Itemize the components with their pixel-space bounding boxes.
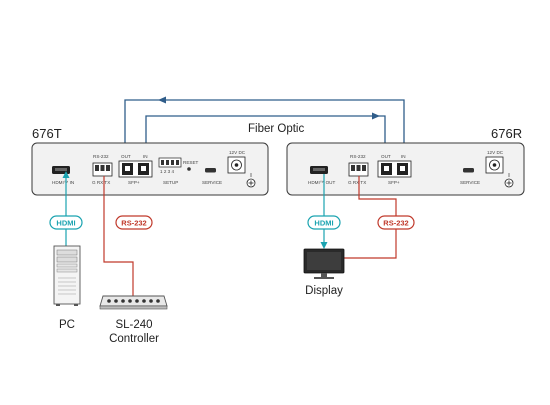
arrow-up-icon bbox=[62, 171, 70, 178]
pc-label: PC bbox=[59, 319, 75, 331]
arrow-right-icon bbox=[372, 112, 380, 120]
hdmi-port-inner bbox=[313, 168, 325, 171]
dip-numbers-label: 1 2 3 4 bbox=[160, 169, 174, 174]
power-label: 12V DC bbox=[487, 150, 504, 155]
sfp-label: SFP+ bbox=[388, 180, 400, 185]
arrow-left-icon bbox=[158, 96, 166, 104]
fiber-line-inner bbox=[145, 115, 386, 157]
sfp-label: SFP+ bbox=[128, 180, 140, 185]
fiber-optic-links: Fiber Optic bbox=[124, 96, 405, 157]
power-label: 12V DC bbox=[229, 150, 246, 155]
reset-button[interactable] bbox=[187, 167, 191, 171]
receiver-title: 676R bbox=[491, 126, 522, 141]
dip-switch-icon[interactable] bbox=[158, 157, 182, 168]
rs232-cable-left bbox=[103, 176, 134, 296]
transmitter-676t: 676T HDMI™ IN RS-232 G RX TX OUT IN SFP+ bbox=[31, 126, 269, 196]
service-label: SERVICE bbox=[460, 180, 480, 185]
rs232-tag-right-text: RS-232 bbox=[383, 219, 408, 228]
rs232-tag-left-text: RS-232 bbox=[121, 219, 146, 228]
controller-label-line1: SL-240 bbox=[115, 319, 152, 331]
fiber-optic-label: Fiber Optic bbox=[248, 123, 304, 135]
hdmi-tag-left bbox=[49, 215, 83, 230]
hdmi-tag-left-text: HDMI bbox=[56, 219, 75, 228]
sfp-in-label: IN bbox=[143, 154, 148, 159]
hdmi-out-label: HDMI™ OUT bbox=[308, 180, 335, 185]
left-cabling: HDMI RS-232 bbox=[49, 171, 153, 296]
controller-keypad-icon bbox=[99, 295, 168, 310]
hdmi-port-inner bbox=[55, 168, 67, 171]
setup-label: SETUP bbox=[163, 180, 178, 185]
fiber-line-outer bbox=[124, 99, 405, 157]
sfp-out-label: OUT bbox=[121, 154, 131, 159]
terminal-block-icon bbox=[348, 162, 369, 177]
display-label: Display bbox=[305, 285, 343, 297]
hdmi-tag-right bbox=[307, 215, 341, 230]
arrow-down-icon bbox=[320, 242, 328, 249]
hdmi-in-label: HDMI™ IN bbox=[52, 180, 74, 185]
rs232-port-label: RS-232 bbox=[93, 154, 109, 159]
sfp-out-label: OUT bbox=[381, 154, 391, 159]
display-monitor-icon bbox=[303, 248, 345, 279]
sfp-port-icon bbox=[377, 160, 412, 178]
ground-screw-icon bbox=[504, 173, 514, 188]
receiver-676r: 676R HDMI™ OUT RS-232 G RX TX OUT IN SFP… bbox=[286, 126, 525, 196]
service-label: SERVICE bbox=[202, 180, 222, 185]
power-jack-icon bbox=[485, 156, 504, 174]
power-jack-icon bbox=[227, 156, 246, 174]
sfp-in-label: IN bbox=[401, 154, 406, 159]
transmitter-title: 676T bbox=[32, 126, 62, 141]
terminal-block-icon bbox=[92, 162, 113, 177]
reset-label: RESET bbox=[183, 160, 199, 165]
rs232-tag-right bbox=[377, 215, 415, 230]
hdmi-tag-right-text: HDMI bbox=[314, 219, 333, 228]
usb-port-icon bbox=[205, 168, 216, 173]
g-rx-tx-label: G RX TX bbox=[348, 180, 366, 185]
g-rx-tx-label: G RX TX bbox=[92, 180, 110, 185]
usb-port-icon bbox=[463, 168, 474, 173]
ground-screw-icon bbox=[246, 173, 256, 188]
right-cabling: HDMI RS-232 bbox=[307, 174, 415, 259]
sfp-port-icon bbox=[118, 160, 153, 178]
controller-label-line2: Controller bbox=[109, 333, 159, 345]
rs232-cable-right bbox=[343, 176, 397, 259]
pc-tower-icon bbox=[53, 245, 81, 306]
rs232-port-label: RS-232 bbox=[350, 154, 366, 159]
rs232-tag-left bbox=[115, 215, 153, 230]
